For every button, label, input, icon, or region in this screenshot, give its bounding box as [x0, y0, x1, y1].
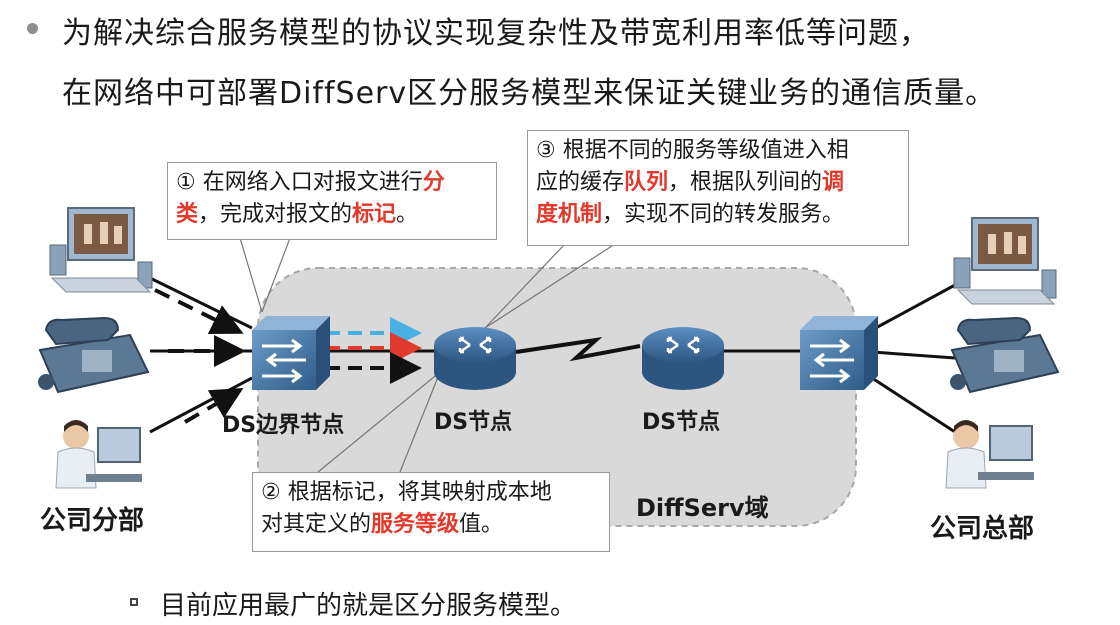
highlight-text: 类	[176, 202, 199, 227]
step-number: ②	[261, 480, 281, 505]
intro-line-1: 为解决综合服务模型的协议实现复杂性及带宽利用率低等问题，	[62, 16, 930, 51]
callout-text: ，根据队列间的	[668, 170, 823, 195]
wan-link	[515, 337, 641, 362]
footer-note: 目前应用最广的就是区分服务模型。	[160, 591, 577, 621]
ds-node-label: DS节点	[642, 410, 721, 435]
highlight-text: 度机制	[536, 202, 603, 227]
link-line	[871, 376, 956, 434]
highlight-text: 队列	[624, 170, 669, 195]
step-number: ③	[536, 138, 556, 163]
callout-text: 根据不同的服务等级值进入相	[555, 138, 849, 163]
callout-text: ，实现不同的转发服务。	[602, 202, 845, 227]
switch-icon	[800, 316, 878, 390]
callout-2-pointer	[317, 371, 441, 473]
phone-icon	[950, 316, 1060, 394]
callout-text: ，完成对报文的	[198, 202, 353, 227]
intro-line-2: 在网络中可部署DiffServ区分服务模型来保证关键业务的通信质量。	[62, 76, 997, 111]
callout-text: 根据标记，将其映射成本地	[280, 480, 552, 505]
callout-service-class: ② 根据标记，将其映射成本地 对其定义的服务等级值。	[252, 472, 610, 552]
callout-classify: ① 在网络入口对报文进行分 类，完成对报文的标记。	[167, 162, 497, 240]
callout-text: 对其定义的	[261, 512, 372, 537]
highlight-text: 标记	[352, 202, 397, 227]
ds-node-label: DS节点	[434, 410, 513, 435]
callout-3-pointer	[484, 243, 566, 329]
video-terminal-icon	[953, 217, 1057, 305]
callout-3-pointer	[484, 243, 616, 329]
edge-node-label: DS边界节点	[222, 413, 345, 438]
link-line	[149, 276, 253, 330]
callout-text: 应的缓存	[536, 170, 625, 195]
callout-1-pointer	[261, 237, 291, 313]
headquarters-label: 公司总部	[930, 514, 1035, 544]
callout-text: 在网络入口对报文进行	[195, 170, 423, 195]
router-icon	[434, 327, 516, 390]
link-line	[871, 283, 956, 332]
callout-2-pointer	[399, 371, 441, 473]
ingress-arrow	[154, 288, 244, 334]
branch-office-label: 公司分部	[40, 506, 145, 536]
callout-text: 值。	[459, 512, 504, 537]
bullet-dot	[27, 23, 38, 34]
diffserv-domain-label: DiffServ域	[636, 494, 769, 522]
highlight-text: 服务等级	[371, 512, 460, 537]
phone-icon	[38, 316, 150, 394]
router-icon	[642, 327, 724, 390]
switch-icon	[252, 316, 330, 390]
highlight-text: 调	[822, 170, 845, 195]
callout-1-pointer	[239, 237, 263, 313]
link-line	[871, 350, 956, 360]
highlight-text: 分	[422, 170, 445, 195]
video-terminal-icon	[49, 207, 153, 293]
user-pc-icon	[945, 420, 1034, 489]
ingress-arrow	[183, 387, 244, 424]
callout-text: 。	[396, 202, 419, 227]
callout-queue-schedule: ③ 根据不同的服务等级值进入相 应的缓存队列，根据队列间的调 度机制，实现不同的…	[527, 130, 909, 246]
step-number: ①	[176, 170, 196, 195]
user-pc-icon	[55, 420, 142, 489]
link-line	[149, 376, 253, 434]
footer-bullet	[130, 598, 138, 606]
